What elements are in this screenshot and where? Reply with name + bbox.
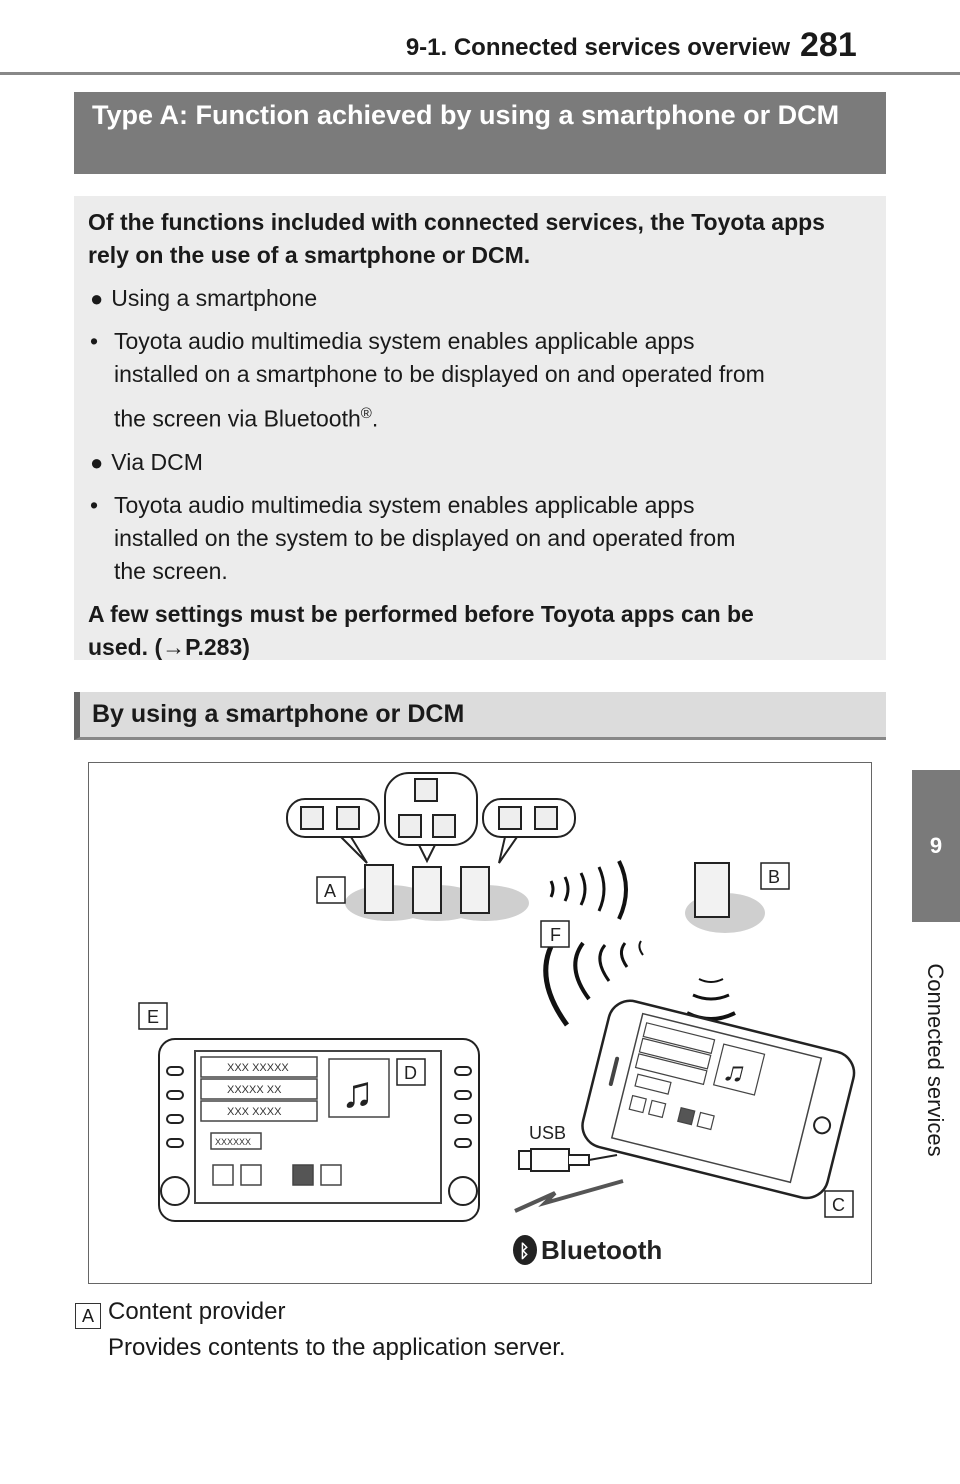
bluetooth-logo: ᛒ Bluetooth (513, 1235, 662, 1265)
bullet-smartphone-text: Using a smartphone (111, 285, 318, 311)
callout-label-e: E (147, 1007, 159, 1027)
sub-item-line: installed on the system to be displayed … (114, 524, 736, 551)
settings-note: A few settings must be performed before … (88, 598, 862, 664)
bullet-dot-icon: ● (90, 286, 104, 311)
bullet-smartphone: ● Using a smartphone (88, 282, 862, 315)
content-provider-building-icon (364, 862, 730, 918)
sub-item-period: . (371, 405, 379, 432)
callout-labels (138, 862, 854, 1218)
wireless-arrow-icon (514, 1179, 624, 1213)
sub-item-dcm: • Toyota audio multimedia system enables… (88, 489, 862, 588)
section-heading-smartphone-dcm: By using a smartphone or DCM (74, 692, 886, 740)
usb-label: USB (529, 1123, 566, 1143)
callout-label-c: C (832, 1195, 845, 1215)
chapter-tab-number-text: 9 (929, 833, 943, 858)
sub-item-line: the screen. (114, 557, 228, 584)
sub-bullet-icon: • (90, 491, 99, 518)
sub-bullet-icon: • (90, 328, 99, 354)
head-unit: XXX XXXXX XXXXX XX XXX XXXX XXXXXX ♫ (158, 1038, 480, 1222)
settings-note-line: used. (→P.283) (88, 633, 250, 660)
legend-title: Content provider (108, 1298, 286, 1325)
legend-description: Provides contents to the application ser… (108, 1334, 566, 1361)
chapter-tab-number: 9 (912, 770, 960, 922)
header-rule (0, 72, 960, 75)
connected-services-illustration: XXX XXXXX XXXXX XX XXX XXXX XXXXXX ♫ ♫ U… (88, 762, 872, 1284)
sub-item-line: the screen via Bluetooth®. (114, 397, 862, 436)
sub-item-line: Toyota audio multimedia system enables a… (114, 491, 695, 518)
bullet-dcm-text: Via DCM (111, 448, 203, 475)
callout-label-f: F (550, 925, 561, 945)
callout-label-d: D (404, 1063, 417, 1083)
callout-label-b: B (768, 867, 780, 887)
chapter-tab-label-text: Connected services (923, 963, 948, 1157)
running-header-section: 9-1. Connected services overview (405, 34, 790, 61)
sub-item-line: Toyota audio multimedia system enables a… (114, 328, 695, 354)
screen-row-text: XXX XXXX (227, 1106, 282, 1118)
bullet-dcm: ● Via DCM (88, 446, 862, 479)
speech-bubbles (286, 772, 576, 864)
info-box: Of the functions included with connected… (74, 196, 886, 660)
sub-item-text: the screen via Bluetooth (114, 405, 361, 432)
callout-label-a: A (324, 881, 336, 901)
settings-note-line: A few settings must be performed before … (88, 600, 754, 627)
usb-connector (518, 1148, 618, 1172)
bluetooth-wordmark: Bluetooth (541, 1235, 662, 1265)
legend-marker-a: A (75, 1303, 101, 1329)
type-a-heading: Type A: Function achieved by using a sma… (74, 92, 886, 174)
bullet-dot-icon: ● (90, 449, 104, 475)
screen-row-text: XXX XXXXX (227, 1062, 289, 1074)
page-number: 281 (800, 26, 857, 64)
smartphone: ♫ (581, 999, 856, 1200)
info-intro: Of the functions included with connected… (88, 209, 825, 268)
registered-mark: ® (360, 405, 372, 422)
illustration-svg: XXX XXXXX XXXXX XX XXX XXXX XXXXXX ♫ ♫ U… (138, 772, 856, 1265)
screen-row-text: XXXXX XX (227, 1084, 282, 1096)
chapter-tab-label: Connected services (905, 930, 960, 1190)
bluetooth-icon: ᛒ (519, 1241, 530, 1261)
sub-item-line: installed on a smartphone to be displaye… (114, 361, 765, 387)
sub-item-smartphone: • Toyota audio multimedia system enables… (88, 325, 862, 436)
music-note-icon: ♫ (341, 1068, 374, 1117)
screen-box-text: XXXXXX (215, 1137, 251, 1147)
